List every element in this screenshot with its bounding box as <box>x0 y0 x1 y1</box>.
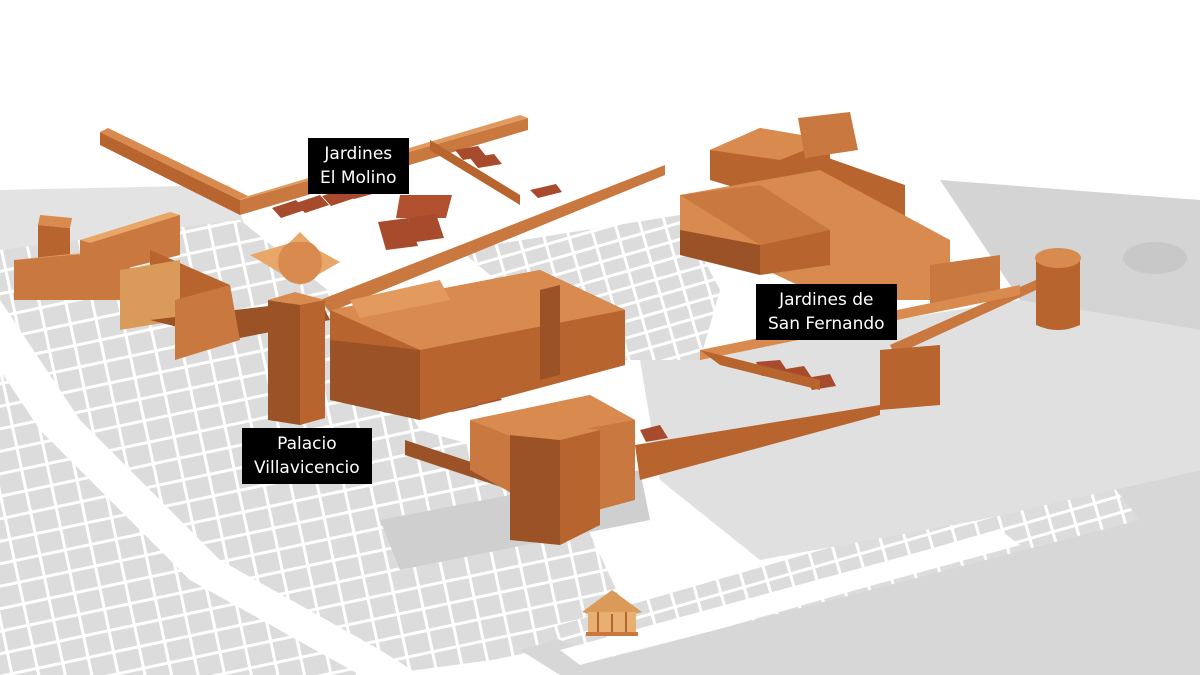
label-jardines-san-fernando: Jardines de San Fernando <box>756 284 897 340</box>
label-line-2: El Molino <box>320 168 397 188</box>
gazebo <box>582 590 642 636</box>
label-jardines-el-molino: Jardines El Molino <box>308 138 409 194</box>
label-line-1: Jardines de <box>779 290 874 310</box>
west-buildings <box>14 212 340 360</box>
label-palacio-villavicencio: Palacio Villavicencio <box>242 428 372 484</box>
south-fortress <box>405 395 880 545</box>
label-line-2: Villavicencio <box>254 458 360 478</box>
label-line-1: Jardines <box>324 144 393 164</box>
label-line-2: San Fernando <box>768 314 885 334</box>
label-line-1: Palacio <box>277 434 337 454</box>
central-palace <box>268 270 625 425</box>
east-complex <box>680 112 1081 410</box>
